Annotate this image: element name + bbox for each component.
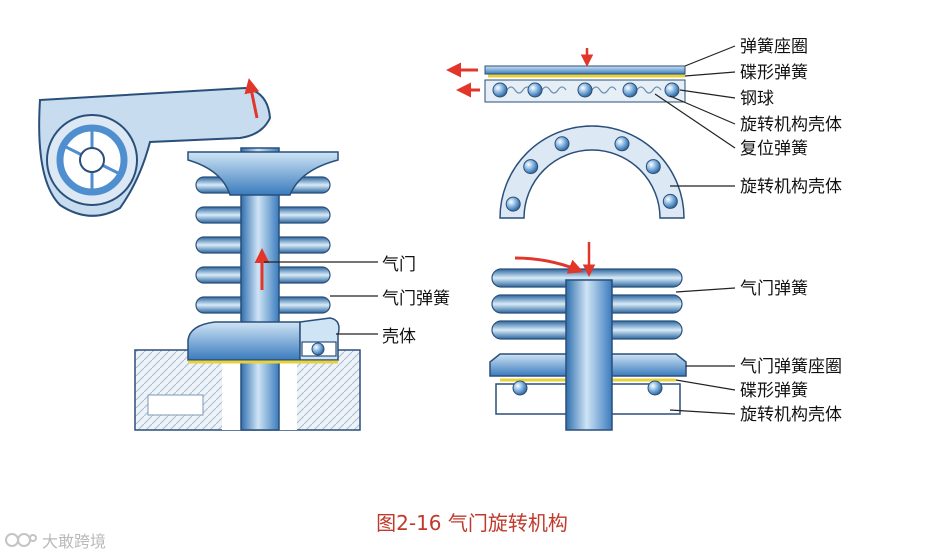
label-valve-spring-left: 气门弹簧 bbox=[382, 289, 450, 309]
leader-disc-spring-right bbox=[675, 379, 736, 391]
steel-ball-ring-4 bbox=[614, 136, 630, 152]
steel-balls-row bbox=[492, 82, 680, 98]
steel-ball-ring-1 bbox=[505, 196, 521, 212]
valve-stem-right bbox=[565, 279, 613, 431]
leader-rotator-housing-right bbox=[669, 409, 736, 415]
label-spring-seat-ring: 弹簧座圈 bbox=[740, 37, 808, 57]
steel-ball-top-1 bbox=[492, 82, 508, 98]
figure-caption: 图2-16 气门旋转机构 bbox=[376, 511, 568, 535]
steel-ball-top-4 bbox=[622, 82, 638, 98]
steel-ball-ring-2 bbox=[523, 159, 539, 175]
return-spring-top-1 bbox=[506, 86, 532, 94]
return-spring-top-4 bbox=[636, 86, 662, 94]
label-return-spring: 复位弹簧 bbox=[740, 139, 808, 159]
label-rotator-housing-right: 旋转机构壳体 bbox=[740, 405, 842, 425]
steel-ball-top-5 bbox=[664, 82, 680, 98]
return-spring-top-2 bbox=[541, 86, 567, 94]
steel-balls-ring bbox=[505, 136, 678, 212]
label-valve-left: 气门 bbox=[382, 255, 416, 275]
steel-ball-right-1 bbox=[512, 380, 528, 396]
valve-spring-right bbox=[491, 268, 683, 340]
leader-return-spring bbox=[654, 93, 736, 149]
left-assembly: 气门 气门弹簧 壳体 bbox=[38, 78, 450, 431]
spring-retainer-left bbox=[187, 151, 339, 196]
watermark-text: 大敢跨境 bbox=[42, 532, 107, 551]
steel-ball-ring-6 bbox=[662, 193, 678, 209]
label-disc-spring-right: 碟形弹簧 bbox=[740, 381, 808, 401]
leader-rotator-housing bbox=[669, 95, 736, 125]
steel-ball-ring-5 bbox=[645, 159, 661, 175]
steel-ball-ring-3 bbox=[554, 136, 570, 152]
rotator-housing-ring bbox=[499, 125, 685, 219]
leader-valve-spring-right bbox=[675, 287, 736, 293]
spring-seat-ring-plate bbox=[484, 65, 686, 75]
return-spring-top-3 bbox=[591, 86, 617, 94]
leader-steel-ball bbox=[679, 89, 736, 99]
leader-spring-seat-ring bbox=[684, 45, 736, 67]
steel-ball-top-3 bbox=[577, 82, 593, 98]
rotator-section-top: 弹簧座圈 碟形弹簧 钢球 旋转机构壳体 复位弹簧 旋转机构壳体 bbox=[446, 37, 842, 219]
label-valve-spring-right: 气门弹簧 bbox=[740, 279, 808, 299]
label-rotator-housing-2: 旋转机构壳体 bbox=[740, 177, 842, 197]
watermark-logo-icon bbox=[5, 533, 37, 547]
steel-ball-top-2 bbox=[527, 82, 543, 98]
rocker-arm bbox=[38, 86, 272, 217]
label-valve-spring-seat-right: 气门弹簧座圈 bbox=[740, 357, 842, 377]
label-rotator-housing: 旋转机构壳体 bbox=[740, 115, 842, 135]
leader-disc-spring bbox=[684, 71, 736, 77]
rotator-body-left bbox=[187, 317, 340, 364]
label-steel-ball: 钢球 bbox=[740, 89, 774, 109]
rocker-motion-arrow bbox=[244, 78, 260, 119]
label-housing-left: 壳体 bbox=[382, 327, 416, 347]
steel-ball-left bbox=[311, 342, 325, 356]
rotation-arrow-right bbox=[514, 256, 584, 274]
watermark: 大敢跨境 bbox=[4, 528, 106, 552]
steel-ball-right-2 bbox=[647, 380, 663, 396]
rotator-section-bottom: 气门弹簧 气门弹簧座圈 碟形弹簧 旋转机构壳体 bbox=[489, 242, 842, 431]
label-disc-spring: 碟形弹簧 bbox=[740, 63, 808, 83]
